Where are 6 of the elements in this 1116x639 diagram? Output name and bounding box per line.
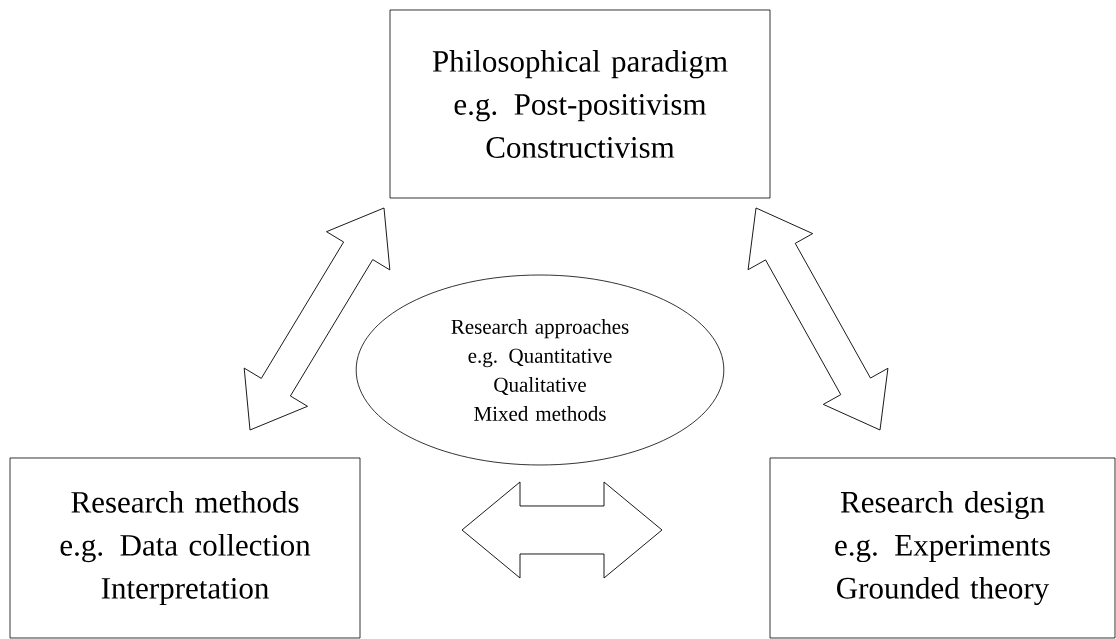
text-box: Philosophical paradigm e.g. Post-positivism Constructivism [389,9,771,199]
block-arrow [243,207,391,431]
block-arrow [461,481,663,579]
text-box: Research design e.g. Experiments Grounded theory [769,457,1116,639]
text-box: Research methods e.g. Data collection Interpretation [9,457,361,639]
block-arrow [747,207,889,431]
